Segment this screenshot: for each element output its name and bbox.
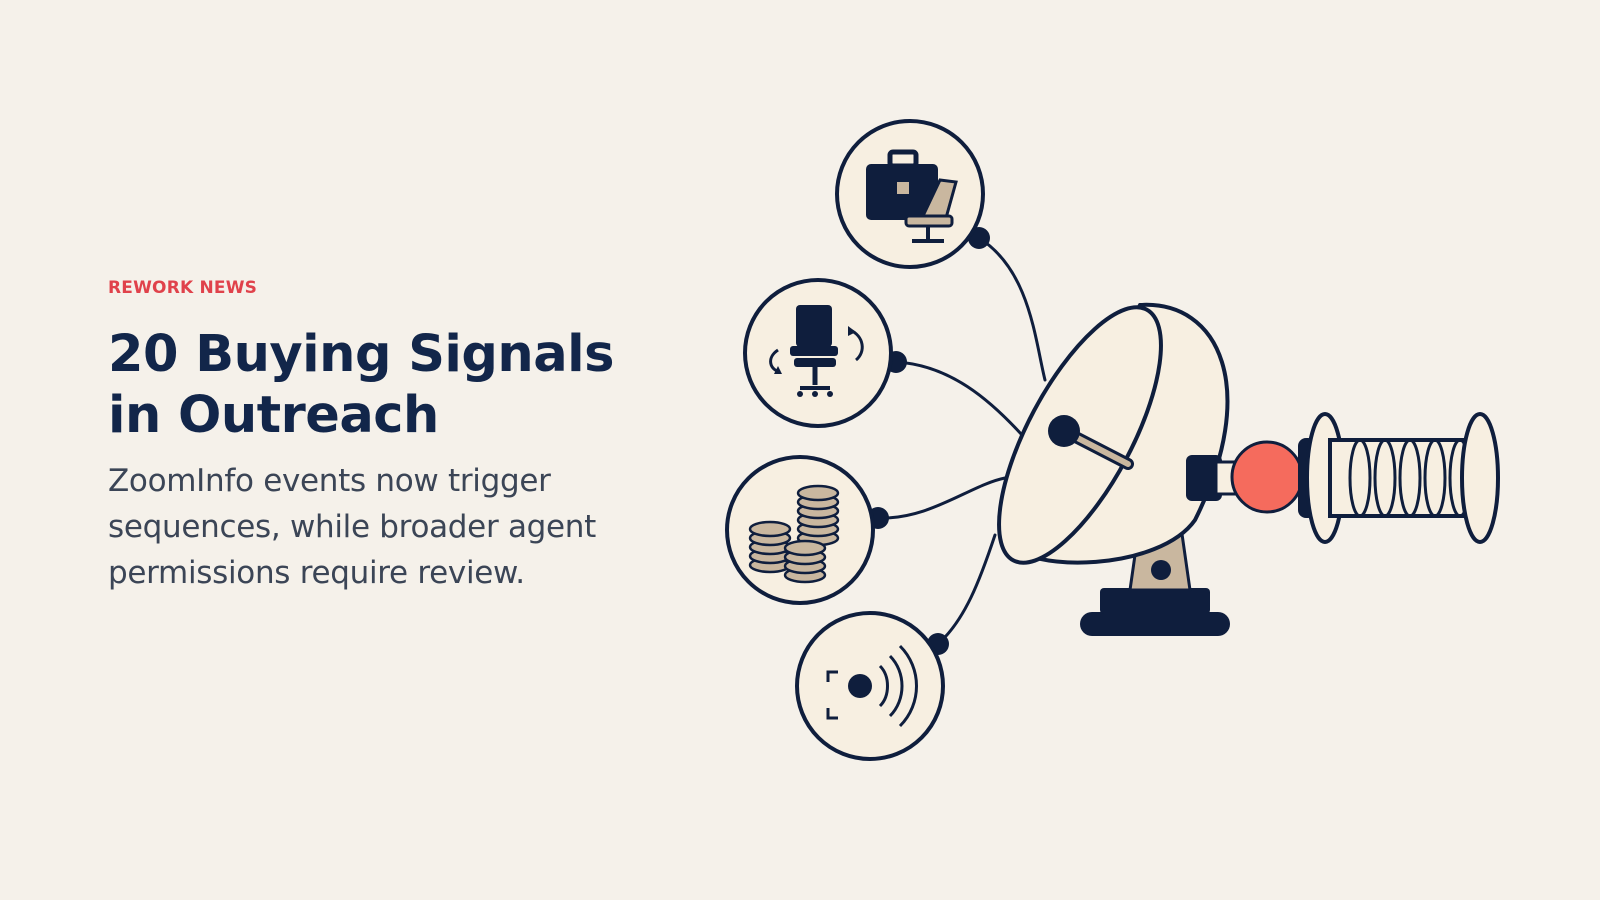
briefcase-chair-icon [835,119,985,269]
connector-line [876,476,1007,520]
coin-stacks-icon [725,455,875,605]
eyebrow-label: REWORK NEWS [108,278,258,298]
satellite-dish-icon [997,302,1500,636]
signal-broadcast-icon [795,611,945,761]
office-chair-rotate-icon [743,278,893,428]
summary-text: ZoomInfo events now trigger sequences, w… [108,463,596,591]
connector-line [894,360,1024,437]
connector-line [977,236,1047,382]
headline: 20 Buying Signals in Outreach [108,325,614,445]
signal-illustration [725,119,1500,761]
article-text: REWORK NEWS 20 Buying Signals in Outreac… [108,278,668,596]
connector-line [936,533,997,646]
